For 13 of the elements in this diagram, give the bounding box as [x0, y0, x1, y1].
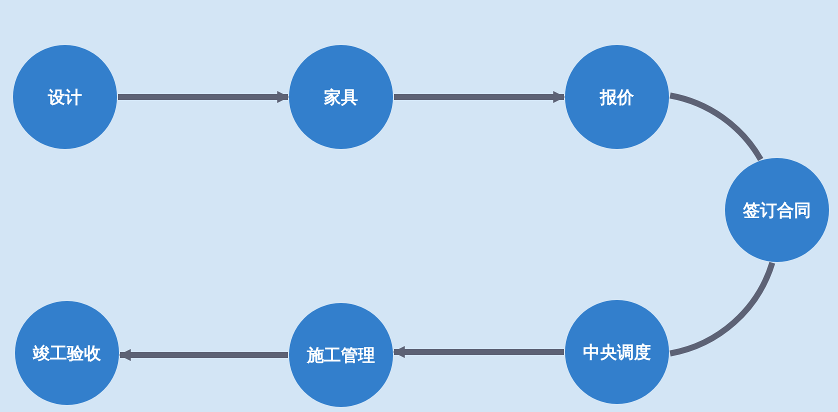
- step-label: 设计: [48, 86, 82, 108]
- step-label: 中央调度: [583, 342, 651, 364]
- step-label: 施工管理: [307, 344, 375, 366]
- step-label: 签订合同: [743, 200, 811, 222]
- arrow: [394, 91, 566, 103]
- step-label: 竣工验收: [33, 342, 101, 364]
- connector-line: [669, 262, 776, 356]
- connector-line: [669, 92, 764, 162]
- step-label: 家具: [324, 86, 358, 108]
- arrow: [118, 91, 290, 103]
- arrow: [118, 349, 288, 361]
- step-label: 报价: [600, 86, 634, 108]
- arrow: [392, 346, 564, 358]
